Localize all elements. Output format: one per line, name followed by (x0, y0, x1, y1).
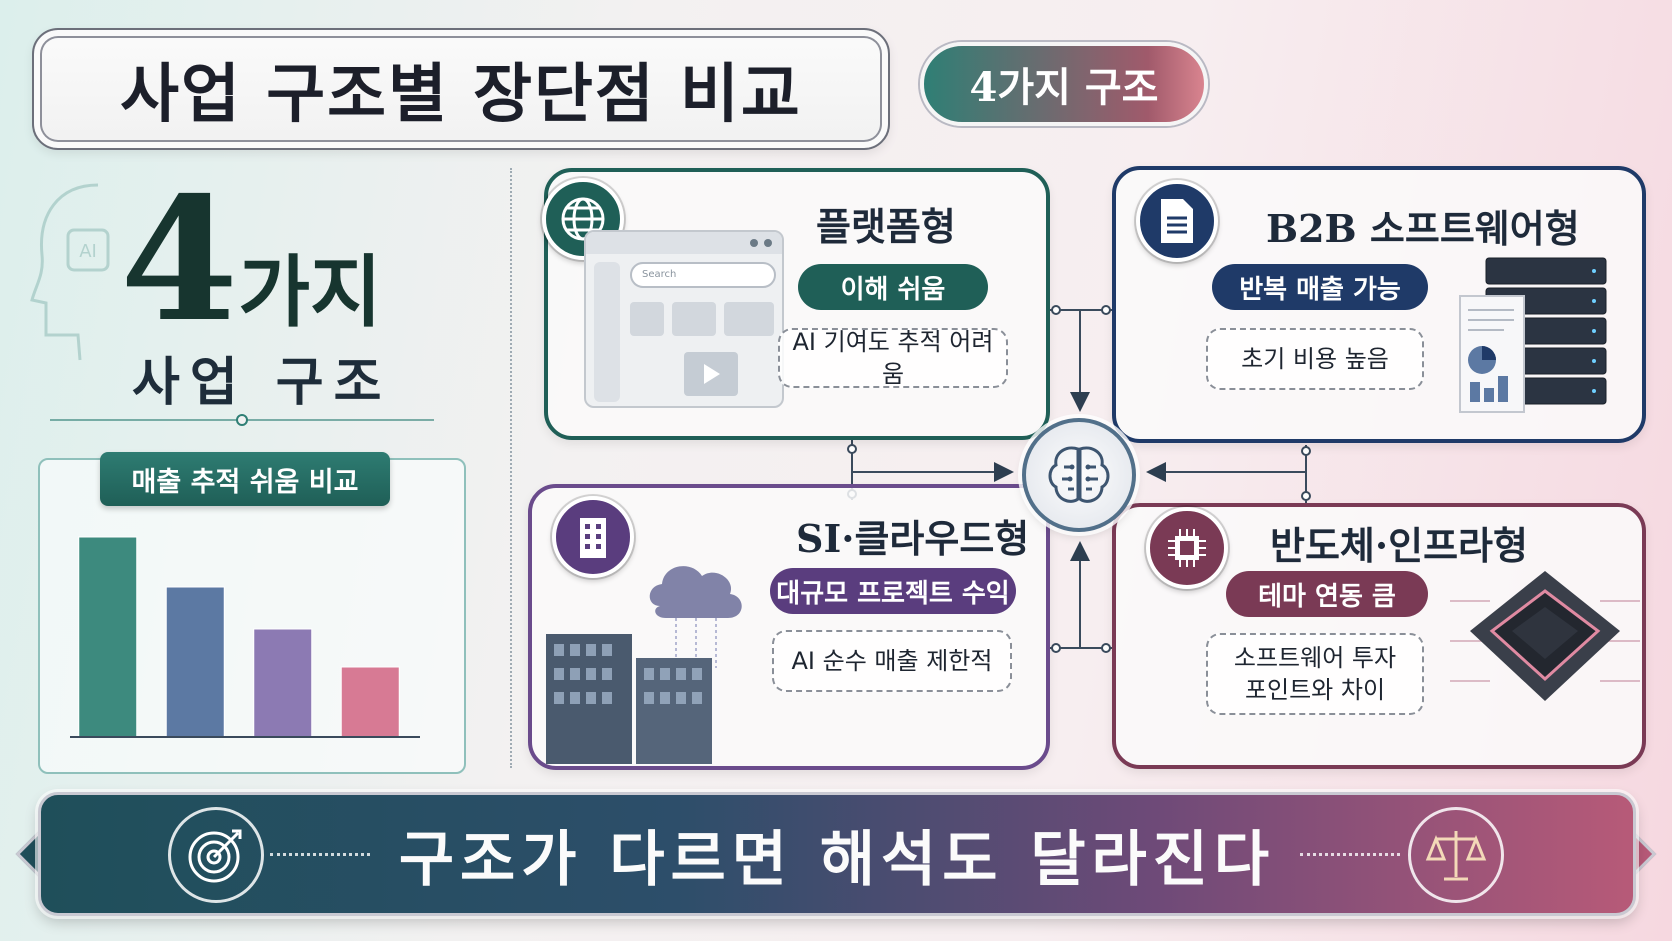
server-rack-icon (1459, 257, 1607, 413)
si-title: SI·클라우드형 (796, 516, 1030, 561)
title-box: 사업 구조별 장단점 비교 (32, 28, 890, 150)
semi-note-line1: 소프트웨어 투자 (1233, 644, 1397, 672)
banner-left-dots (270, 853, 370, 856)
svg-text:AI: AI (79, 241, 97, 262)
semiconductor-card: 반도체·인프라형 테마 연동 큼 소프트웨어 투자 포인트와 차이 (1112, 503, 1646, 769)
page-title: 사업 구조별 장단점 비교 (120, 57, 802, 132)
video-play-icon (684, 352, 738, 396)
semi-title: 반도체·인프라형 (1270, 523, 1528, 568)
four-types-heading: 4가지 (120, 175, 382, 345)
section-divider (510, 168, 512, 768)
b2b-title: B2B 소프트웨어형 (1266, 206, 1580, 251)
chart-title-tag: 매출 추적 쉬움 비교 (100, 452, 390, 506)
si-pro-pill: 대규모 프로젝트 수익 (770, 568, 1016, 614)
b2b-software-card: B2B 소프트웨어형 반복 매출 가능 초기 비용 높음 (1112, 166, 1646, 443)
semi-note-line2: 포인트와 차이 (1244, 676, 1386, 704)
brain-icon (1022, 418, 1136, 532)
structure-count-badge: 4가지 구조 (920, 42, 1208, 126)
chip-icon (1146, 507, 1228, 589)
big-number: 4 (120, 160, 239, 360)
left-divider-dot (236, 414, 248, 426)
chart-bar-4 (340, 666, 400, 738)
building-icon (552, 496, 634, 578)
platform-pro-pill: 이해 쉬움 (798, 264, 988, 310)
semi-con-note: 소프트웨어 투자 포인트와 차이 (1206, 633, 1424, 715)
banner-right-dots (1300, 853, 1400, 856)
platform-card: Search 플랫폼형 이해 쉬움 AI 기여도 추적 어려움 (542, 168, 1050, 440)
revenue-tracking-bar-chart (70, 536, 420, 738)
processor-chip-illustration (1450, 571, 1640, 701)
si-con-note: AI 순수 매출 제한적 (772, 630, 1012, 692)
conclusion-text: 구조가 다르면 해석도 달라진다 (398, 824, 1276, 895)
scales-icon (1408, 807, 1504, 903)
ai-head-icon: AI (30, 183, 110, 361)
cloud-city-illustration (546, 566, 742, 764)
browser-mockup: Search (584, 230, 784, 408)
big-word: 가지 (238, 247, 382, 338)
search-box: Search (630, 262, 776, 288)
semi-pro-pill: 테마 연동 큼 (1226, 571, 1428, 617)
si-cloud-card: SI·클라우드형 대규모 프로젝트 수익 AI 순수 매출 제한적 (528, 484, 1050, 770)
chart-bar-1 (78, 536, 138, 738)
target-icon (168, 807, 264, 903)
platform-con-note: AI 기여도 추적 어려움 (778, 328, 1008, 388)
platform-title: 플랫폼형 (816, 204, 956, 249)
chart-bar-3 (253, 628, 313, 738)
business-structure-subtitle: 사업 구조 (132, 352, 392, 413)
document-icon (1136, 180, 1218, 262)
b2b-pro-pill: 반복 매출 가능 (1212, 264, 1428, 310)
b2b-con-note: 초기 비용 높음 (1206, 328, 1424, 390)
chart-bar-2 (165, 586, 225, 738)
structure-count-label: 4가지 구조 (969, 64, 1159, 111)
